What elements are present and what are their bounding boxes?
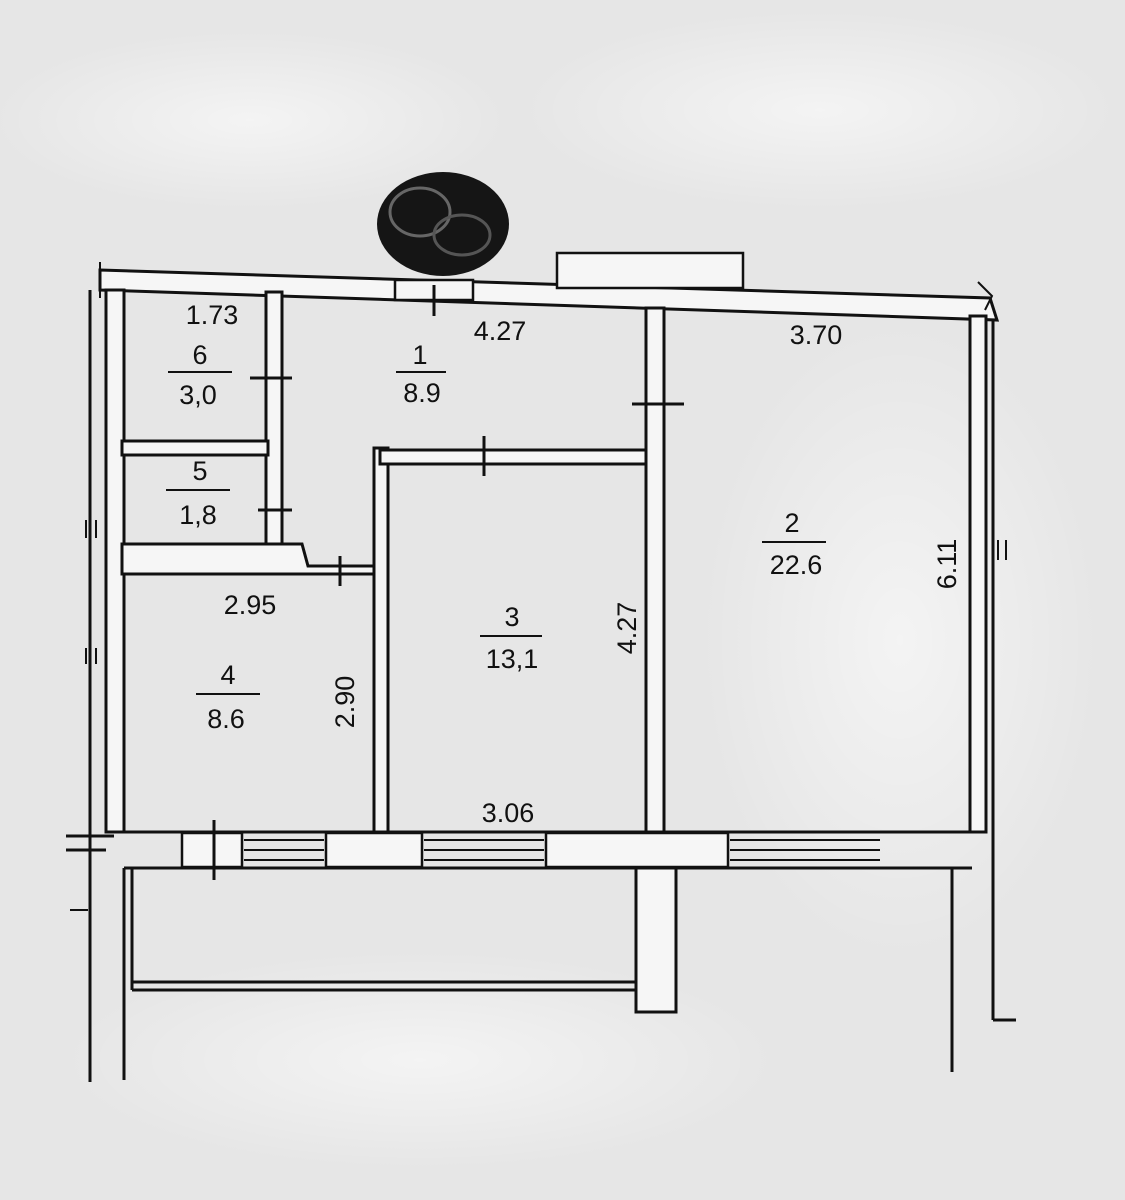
scribble-mark — [377, 172, 509, 276]
room-label-4: 4 8.6 — [196, 660, 260, 734]
room-number: 2 — [784, 508, 799, 538]
loggia — [122, 866, 954, 1080]
dimension-room3-length: 4.27 — [612, 602, 642, 655]
dimension-room4-width: 2.95 — [224, 590, 277, 620]
room-label-1: 1 8.9 — [396, 340, 446, 408]
room-number: 3 — [504, 602, 519, 632]
window-room3 — [424, 839, 544, 861]
dimension-room3-width: 3.06 — [482, 798, 535, 828]
wall-segment-bottom-2 — [544, 831, 730, 869]
room-area: 22.6 — [770, 550, 823, 580]
wall-room6-room5 — [120, 439, 270, 457]
room-label-2: 2 22.6 — [762, 508, 826, 580]
room-area: 8.9 — [403, 378, 441, 408]
room-label-3: 3 13,1 — [480, 602, 542, 674]
dimension-room6-width: 1.73 — [186, 300, 239, 330]
wall-segment-bottom-1 — [324, 831, 424, 869]
room-area: 3,0 — [179, 380, 217, 410]
room-area: 1,8 — [179, 500, 217, 530]
exterior-wall-right — [968, 314, 988, 834]
dimension-room2-width: 3.70 — [790, 320, 843, 350]
room-number: 5 — [192, 456, 207, 486]
window-room2 — [730, 839, 880, 861]
wall-tick-right — [977, 281, 994, 311]
room-label-6: 6 3,0 — [168, 340, 232, 410]
dimension-ticks — [70, 520, 1007, 911]
dimension-corridor-width: 4.27 — [474, 316, 527, 346]
ventilation-block — [555, 251, 745, 290]
room-area: 8.6 — [207, 704, 245, 734]
room-number: 6 — [192, 340, 207, 370]
window-room4 — [244, 839, 324, 861]
dimension-room2-length: 6.11 — [932, 539, 962, 590]
wall-room3-top — [378, 448, 648, 466]
room-number: 1 — [412, 340, 427, 370]
room-number: 4 — [220, 660, 235, 690]
partition-room4-room3 — [372, 446, 390, 834]
wall-room5-room4 — [120, 542, 376, 576]
balcony-door — [180, 831, 244, 869]
partition-bathrooms — [264, 290, 284, 546]
partition-corridor-room2 — [644, 306, 666, 834]
room-area: 13,1 — [486, 644, 539, 674]
dimension-room4-length: 2.90 — [330, 676, 360, 729]
room-label-5: 5 1,8 — [166, 456, 230, 530]
loggia-pier — [634, 866, 678, 1014]
